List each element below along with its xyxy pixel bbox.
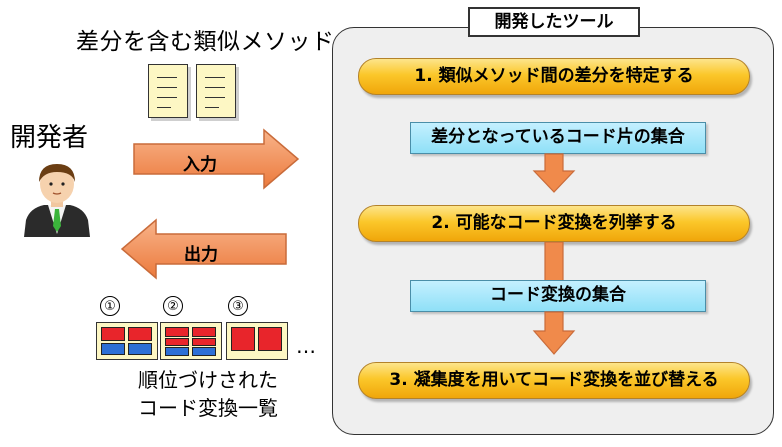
- input-label: 入力: [183, 155, 217, 175]
- document-icon: [148, 64, 188, 118]
- result-1: 差分となっているコード片の集合: [410, 122, 706, 154]
- ellipsis: …: [296, 334, 318, 358]
- document-icon: [196, 64, 236, 118]
- ranked-transform-1: [96, 322, 158, 360]
- input-methods-title: 差分を含む類似メソッド: [76, 29, 335, 55]
- ranked-transform-3: [226, 322, 288, 360]
- connector-1: [544, 242, 564, 282]
- tool-panel-title: 開発したツール: [468, 7, 640, 37]
- rank-2-badge: ②: [163, 296, 183, 316]
- ranked-list-line1: 順位づけされた: [138, 368, 278, 392]
- step-1: 1. 類似メソッド間の差分を特定する: [358, 58, 750, 95]
- ranked-list-label: 順位づけされた コード変換一覧: [98, 366, 318, 422]
- ranked-transform-2: [160, 322, 222, 360]
- result-2: コード変換の集合: [410, 280, 706, 312]
- ranked-list-line2: コード変換一覧: [138, 396, 278, 420]
- developer-avatar-icon: [24, 164, 90, 237]
- output-arrow: [120, 218, 287, 280]
- down-arrow-2: [532, 311, 576, 355]
- output-label: 出力: [184, 245, 218, 265]
- step-3: 3. 凝集度を用いてコード変換を並び替える: [358, 362, 750, 399]
- input-arrow: [133, 128, 300, 190]
- rank-3-badge: ③: [228, 296, 248, 316]
- down-arrow-1: [532, 153, 576, 193]
- developer-label: 開発者: [10, 123, 89, 153]
- step-2: 2. 可能なコード変換を列挙する: [358, 205, 750, 242]
- rank-1-badge: ①: [100, 296, 120, 316]
